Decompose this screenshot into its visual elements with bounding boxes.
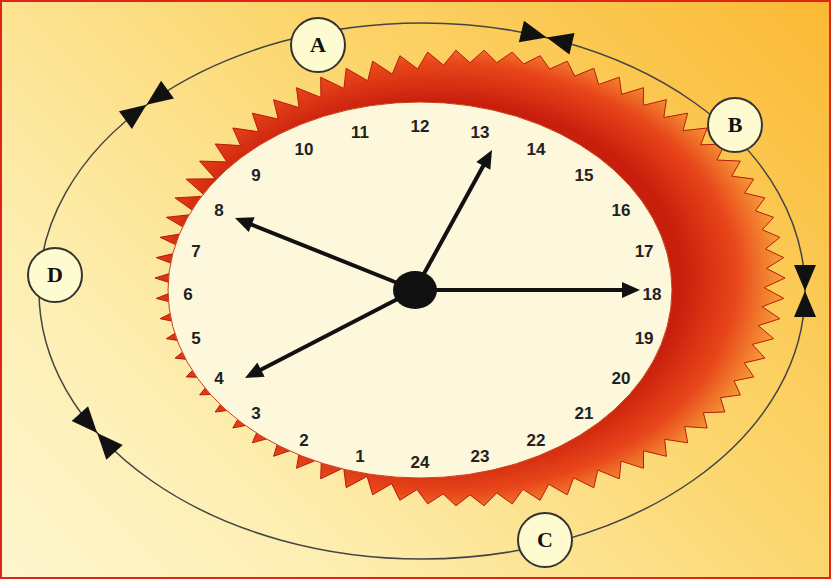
orbit-marker xyxy=(119,105,147,129)
orbit-marker xyxy=(97,433,123,460)
orbit-marker xyxy=(547,33,575,54)
letter-circle: B xyxy=(707,97,763,153)
hour-number: 11 xyxy=(351,123,369,143)
clock-hand xyxy=(257,290,415,372)
hour-number: 10 xyxy=(295,140,314,160)
hand-hub xyxy=(393,271,437,309)
hand-arrowhead xyxy=(622,282,640,298)
hour-number: 4 xyxy=(214,369,223,389)
hour-number: 14 xyxy=(527,140,546,160)
letter-circle: C xyxy=(517,512,573,568)
hour-number: 3 xyxy=(251,404,260,424)
letter-label: D xyxy=(47,262,63,288)
letter-circle: D xyxy=(27,247,83,303)
corona-flame xyxy=(155,50,785,506)
hour-number: 21 xyxy=(575,404,594,424)
hour-number: 8 xyxy=(214,201,223,221)
orbit-marker xyxy=(72,406,98,433)
hand-arrowhead xyxy=(245,363,265,378)
hour-number: 19 xyxy=(635,329,654,349)
hour-number: 1 xyxy=(355,447,364,467)
hour-number: 24 xyxy=(411,453,430,473)
letter-label: B xyxy=(728,112,743,138)
hour-number: 20 xyxy=(611,369,630,389)
orbit xyxy=(39,23,805,559)
hour-number: 23 xyxy=(471,447,490,467)
letter-label: C xyxy=(537,527,553,553)
hand-arrowhead xyxy=(235,217,255,232)
orbit-marker xyxy=(146,81,174,105)
clock-hand xyxy=(415,288,626,292)
letter-circle: A xyxy=(290,17,346,73)
hour-number: 18 xyxy=(643,285,662,305)
hour-number: 7 xyxy=(191,242,200,262)
clock-hand xyxy=(248,223,415,290)
hour-number: 16 xyxy=(611,201,630,221)
hour-number: 2 xyxy=(299,431,308,451)
hour-number: 13 xyxy=(471,123,490,143)
clock-face xyxy=(168,102,672,478)
orbit-marker xyxy=(794,291,816,317)
hour-number: 22 xyxy=(527,431,546,451)
letter-label: A xyxy=(310,32,326,58)
hour-number: 15 xyxy=(575,166,594,186)
hour-number: 5 xyxy=(191,329,200,349)
hour-number: 9 xyxy=(251,166,260,186)
hand-arrowhead xyxy=(476,150,492,170)
hour-number: 6 xyxy=(183,285,192,305)
hour-number: 12 xyxy=(411,117,430,137)
orbit-marker xyxy=(519,21,547,42)
clock-hands xyxy=(235,150,640,378)
clock-hand xyxy=(415,162,485,290)
orbit-marker xyxy=(794,265,816,291)
hour-number: 17 xyxy=(635,242,654,262)
